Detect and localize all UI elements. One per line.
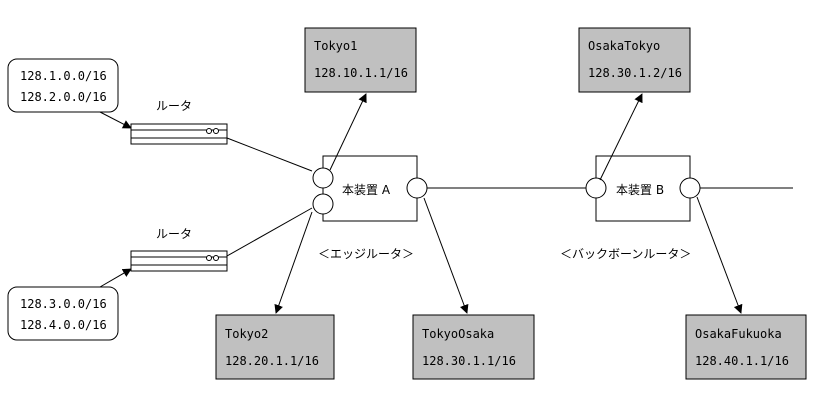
router-icon-bottom: [130, 250, 228, 272]
site-addr: 128.30.1.2/16: [588, 66, 682, 80]
site-addr: 128.30.1.1/16: [422, 354, 516, 368]
callout-arrow: [99, 111, 132, 129]
device-b-role: ＜バックボーンルータ＞: [560, 247, 691, 261]
arrow-to-tokyoosaka: [423, 197, 469, 314]
arrow-to-tokyo1: [329, 93, 367, 171]
arrow-to-osakatokyo: [599, 93, 643, 181]
port-icon: [312, 193, 334, 215]
site-name: Tokyo2: [225, 327, 268, 341]
site-name: OsakaFukuoka: [695, 327, 782, 341]
link-line: [226, 137, 313, 172]
route-callout-bottom: 128.3.0.0/16 128.4.0.0/16: [7, 286, 119, 341]
device-a-label: 本装置 A: [342, 183, 391, 197]
port-icon: [679, 177, 701, 199]
device-b: 本装置 B: [585, 155, 701, 222]
device-a: 本装置 A: [312, 155, 428, 222]
site-addr: 128.20.1.1/16: [225, 354, 319, 368]
router-icon-top: [130, 123, 228, 145]
arrow-to-tokyo2: [274, 211, 313, 314]
site-box-tokyo2: Tokyo2 128.20.1.1/16: [215, 314, 335, 380]
site-box-tokyoosaka: TokyoOsaka 128.30.1.1/16: [412, 314, 535, 380]
site-name: Tokyo1: [314, 39, 357, 53]
port-icon: [406, 177, 428, 199]
route-text: 128.4.0.0/16: [20, 318, 107, 332]
route-text: 128.1.0.0/16: [20, 69, 107, 83]
site-box-tokyo1: Tokyo1 128.10.1.1/16: [304, 27, 417, 93]
route-text: 128.2.0.0/16: [20, 90, 107, 104]
site-box-osakafukuoka: OsakaFukuoka 128.40.1.1/16: [685, 314, 807, 380]
callout-arrow: [99, 268, 132, 288]
port-icon: [585, 177, 607, 199]
site-addr: 128.10.1.1/16: [314, 66, 408, 80]
device-b-label: 本装置 B: [616, 183, 664, 197]
route-callout-top: 128.1.0.0/16 128.2.0.0/16: [7, 58, 119, 113]
site-name: TokyoOsaka: [422, 327, 494, 341]
site-box-osakatokyo: OsakaTokyo 128.30.1.2/16: [578, 27, 691, 93]
port-icon: [312, 167, 334, 189]
device-a-role: ＜エッジルータ＞: [318, 247, 414, 261]
arrow-to-osakafukuoka: [696, 196, 743, 314]
site-name: OsakaTokyo: [588, 39, 660, 53]
site-addr: 128.40.1.1/16: [695, 354, 789, 368]
route-text: 128.3.0.0/16: [20, 297, 107, 311]
link-line: [226, 207, 313, 257]
router-label: ルータ: [156, 99, 192, 113]
router-label: ルータ: [156, 227, 192, 241]
